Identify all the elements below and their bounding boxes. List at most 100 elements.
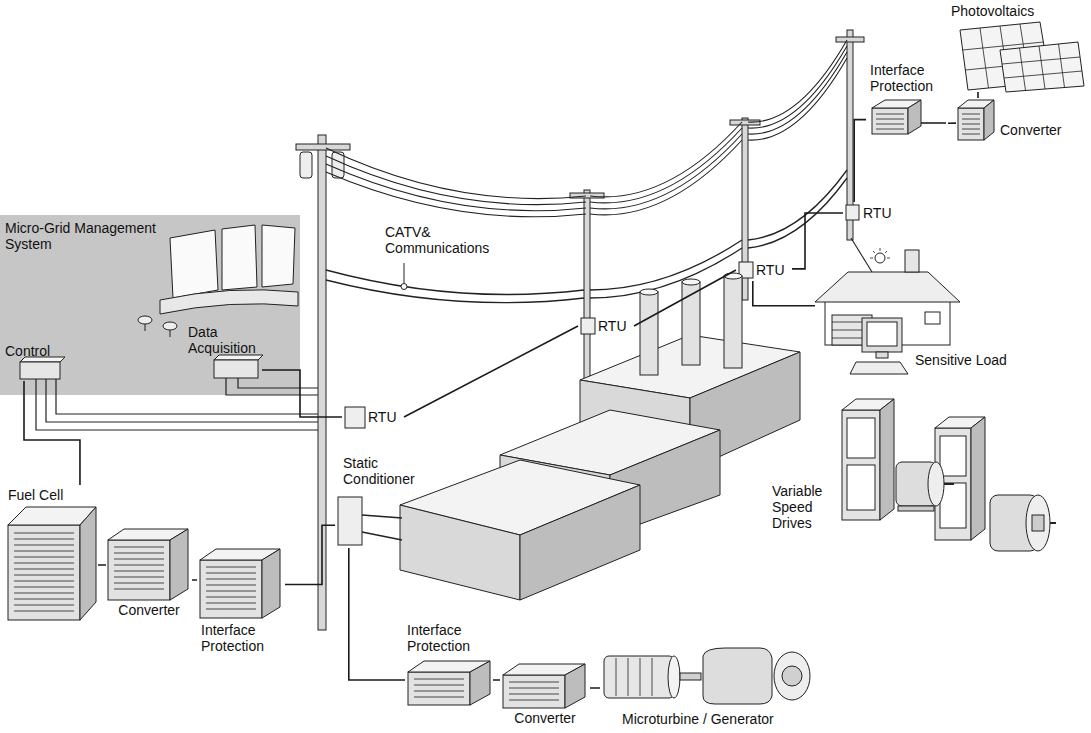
node-label: Interface Protection bbox=[870, 62, 946, 94]
static-conditioner-box bbox=[362, 515, 402, 540]
computer bbox=[850, 362, 908, 374]
control-box bbox=[20, 357, 318, 430]
converter-unit bbox=[108, 529, 188, 600]
interface-protection-unit bbox=[414, 679, 464, 697]
house bbox=[815, 248, 960, 345]
catv-leader bbox=[401, 284, 407, 290]
utility-pole bbox=[836, 37, 864, 42]
node-label: Data Acquisition bbox=[188, 324, 260, 356]
node-label: Control bbox=[5, 343, 50, 359]
smokestack bbox=[640, 273, 742, 375]
node-label: RTU bbox=[863, 205, 892, 221]
power-line bbox=[326, 148, 586, 199]
cable-connector bbox=[854, 120, 866, 202]
control-console bbox=[138, 316, 152, 324]
converter-unit bbox=[565, 664, 585, 708]
house bbox=[815, 272, 960, 302]
control-room-panel bbox=[0, 215, 300, 395]
computer bbox=[867, 322, 897, 346]
microturbine-generator bbox=[782, 666, 802, 686]
node-label: RTU bbox=[598, 318, 627, 334]
cable-connector bbox=[285, 525, 335, 584]
converter-unit bbox=[958, 100, 994, 140]
variable-speed-drives: Variable Speed Drives bbox=[768, 395, 1058, 565]
microturbine-generator bbox=[703, 648, 772, 704]
power-line bbox=[851, 238, 872, 272]
communication-line bbox=[326, 170, 847, 303]
variable-speed-drive bbox=[847, 418, 875, 458]
communication-line bbox=[326, 270, 584, 295]
converter: Converter bbox=[500, 660, 590, 728]
solar-panel bbox=[960, 22, 1084, 92]
computer bbox=[862, 318, 902, 352]
control-console bbox=[170, 230, 218, 298]
data-acquisition-box bbox=[226, 378, 318, 395]
cable-connector bbox=[590, 687, 600, 689]
interface-protection-unit bbox=[408, 672, 470, 705]
power-line bbox=[590, 128, 742, 203]
house bbox=[905, 250, 919, 272]
electric-motor bbox=[898, 506, 934, 511]
node-label: Micro-Grid Management System bbox=[5, 220, 170, 252]
rtu-unit: RTU bbox=[843, 202, 899, 224]
interface-protection-unit bbox=[200, 560, 262, 618]
variable-speed-drive bbox=[880, 399, 894, 520]
house bbox=[875, 253, 885, 263]
converter-unit bbox=[170, 529, 188, 600]
cable-connector bbox=[977, 92, 979, 98]
rtu-unit: RTU bbox=[578, 315, 634, 337]
converter-unit bbox=[114, 547, 164, 589]
cable-connector bbox=[948, 122, 956, 124]
catv-leader bbox=[404, 263, 405, 283]
data-acquisition-box bbox=[214, 360, 258, 378]
variable-speed-drive bbox=[842, 410, 880, 520]
interface-protection: Interface Protection bbox=[197, 546, 285, 656]
utility-pole bbox=[300, 152, 312, 178]
microturbine-generator bbox=[774, 652, 810, 700]
node-label: Converter bbox=[1000, 122, 1061, 138]
data-acquisition-box bbox=[214, 355, 318, 395]
power-line bbox=[326, 172, 586, 217]
interface-protection-unit bbox=[470, 661, 490, 705]
microturbine-generator: Microturbine / Generator bbox=[600, 640, 820, 729]
power-line bbox=[748, 58, 847, 140]
cable-connector bbox=[493, 679, 500, 681]
communication-line bbox=[590, 248, 742, 298]
node-label: Converter bbox=[514, 710, 575, 726]
rtu-box bbox=[581, 318, 595, 334]
node-label: Microturbine / Generator bbox=[622, 711, 774, 727]
photovoltaic-array: Photovoltaics bbox=[945, 2, 1086, 92]
power-line bbox=[590, 140, 742, 215]
converter-unit bbox=[503, 664, 585, 708]
control-console bbox=[262, 225, 295, 287]
management-panel: Micro-Grid Management SystemControl Data … bbox=[0, 215, 300, 395]
interface-protection-unit bbox=[206, 567, 256, 609]
interface-protection-unit bbox=[408, 661, 490, 705]
interface-protection-unit bbox=[876, 114, 904, 129]
variable-speed-drive bbox=[940, 436, 966, 476]
rtu-unit: RTU bbox=[342, 405, 404, 429]
power-line bbox=[326, 40, 872, 272]
microturbine-generator bbox=[668, 656, 680, 698]
interface-protection: Interface Protection bbox=[866, 62, 948, 134]
electric-motor bbox=[896, 462, 1056, 551]
control-room-panel bbox=[0, 215, 300, 395]
microturbine-generator bbox=[604, 648, 810, 704]
converter-unit bbox=[108, 540, 170, 600]
smokestack bbox=[724, 276, 742, 368]
node-label: RTU bbox=[756, 262, 785, 278]
variable-speed-drive bbox=[847, 465, 875, 510]
house bbox=[825, 300, 950, 345]
factory-building bbox=[400, 410, 720, 600]
electric-motor bbox=[944, 483, 954, 485]
utility-pole bbox=[584, 190, 590, 385]
node-label: Converter bbox=[118, 602, 179, 618]
power-line bbox=[590, 134, 742, 209]
fuel-cell-unit bbox=[8, 507, 96, 620]
utility-pole bbox=[296, 30, 864, 630]
cable-connector bbox=[634, 270, 736, 326]
converter-unit bbox=[962, 114, 980, 134]
interface-protection: Interface Protection bbox=[405, 620, 493, 708]
rtu-unit: RTU bbox=[736, 259, 792, 281]
cable-connector bbox=[404, 326, 578, 417]
